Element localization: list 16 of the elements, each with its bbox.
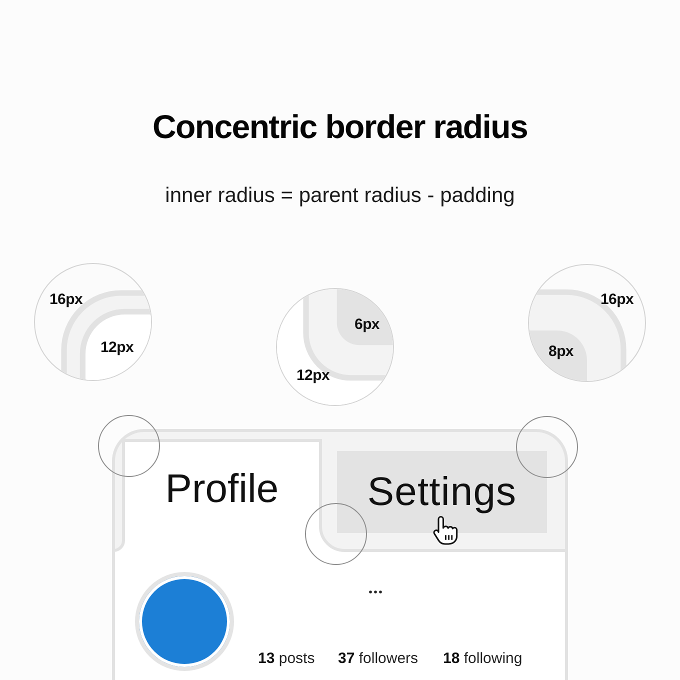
- radius-label: 12px: [296, 367, 330, 385]
- radius-label: 16px: [600, 291, 634, 309]
- card-panel: [112, 429, 568, 680]
- stat-label: 37 followers: [338, 650, 418, 668]
- title: Concentric border radius: [151, 107, 529, 147]
- radius-label: 12px: [100, 339, 134, 357]
- radius-label: 8px: [548, 343, 574, 361]
- magnifier-marker: [305, 503, 367, 565]
- stat-label: 13 posts: [258, 650, 315, 668]
- magnifier-marker: [98, 415, 160, 477]
- magnifier-marker: [516, 416, 578, 478]
- radius-label: 16px: [50, 291, 82, 309]
- tab: Settings: [337, 451, 547, 533]
- subtitle: inner radius = parent radius - padding: [164, 183, 516, 209]
- radius-label: 6px: [354, 316, 380, 334]
- stat-label: 18 following: [443, 650, 522, 668]
